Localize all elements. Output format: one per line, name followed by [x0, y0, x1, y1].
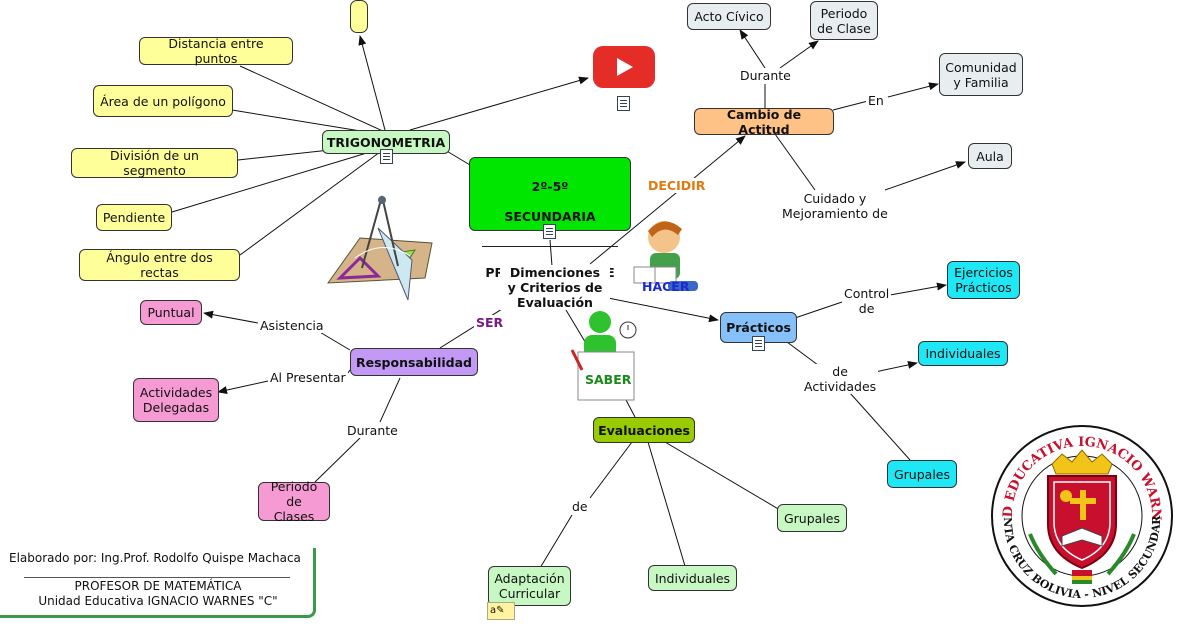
- center-node[interactable]: 2º-5º SECUNDARIA PRIMER BIMESTRE: [469, 157, 631, 280]
- compass-geometry-icon: [326, 195, 433, 301]
- periodo-clases-node[interactable]: Periodo de Clases: [258, 479, 330, 524]
- center-document-icon[interactable]: [543, 224, 556, 239]
- cuidado-label: Cuidado y Mejoramiento de: [780, 191, 890, 221]
- periodo-clase-node[interactable]: Periodo de Clase: [810, 1, 878, 40]
- evaluaciones-node[interactable]: Evaluaciones: [593, 417, 695, 443]
- puntual-node[interactable]: Puntual: [140, 300, 202, 325]
- topic-distancia[interactable]: Distancia entre puntos: [139, 36, 293, 66]
- empty-topic-node[interactable]: [350, 0, 368, 33]
- hacer-label: HACER: [642, 279, 690, 294]
- actitud-en-label: En: [866, 93, 886, 108]
- ejercicios-practicos-node[interactable]: Ejercicios Prácticos: [947, 261, 1020, 299]
- youtube-document-icon[interactable]: [617, 96, 630, 111]
- ser-durante-label: Durante: [345, 423, 400, 438]
- author-text: Elaborado por: Ing.Prof. Rodolfo Quispe …: [9, 551, 301, 565]
- ser-label: SER: [474, 315, 506, 330]
- acto-civico-node[interactable]: Acto Cívico: [687, 3, 771, 30]
- center-grade: 2º-5º: [531, 179, 569, 194]
- topic-area[interactable]: Área de un polígono: [93, 85, 233, 117]
- responsabilidad-node[interactable]: Responsabilidad: [350, 348, 478, 376]
- thinker-saber-icon: [570, 311, 637, 401]
- author-role: PROFESOR DE MATEMÁTICA: [74, 579, 242, 593]
- youtube-icon[interactable]: [593, 46, 655, 88]
- topic-angulo[interactable]: Ángulo entre dos rectas: [79, 249, 240, 281]
- evaluaciones-individuales-node[interactable]: Individuales: [648, 565, 737, 591]
- evaluaciones-de-label: de: [570, 499, 590, 514]
- asistencia-label: Asistencia: [258, 318, 326, 333]
- control-de-label: Control de: [842, 286, 892, 316]
- center-level: SECUNDARIA: [504, 209, 596, 224]
- topic-pendiente[interactable]: Pendiente: [96, 204, 172, 231]
- practicos-individuales-node[interactable]: Individuales: [918, 341, 1008, 366]
- topic-division[interactable]: División de un segmento: [71, 148, 238, 178]
- student-reading-icon: [633, 221, 698, 291]
- actividades-delegadas-node[interactable]: Actividades Delegadas: [133, 378, 219, 422]
- trig-document-icon[interactable]: [380, 149, 393, 164]
- de-actividades-label: de Actividades: [802, 364, 879, 394]
- al-presentar-label: Al Presentar: [268, 370, 348, 385]
- dimensions-label[interactable]: Dimenciones y Criterios de Evaluación: [500, 265, 610, 310]
- school-seal-icon: UNIDAD EDUCATIVA IGNACIO WARNES "C" SANT…: [990, 424, 1173, 607]
- author-school: Unidad Educativa IGNACIO WARNES "C": [38, 594, 278, 608]
- adaptacion-note-icon[interactable]: a✎: [487, 602, 515, 620]
- author-card: Elaborado por: Ing.Prof. Rodolfo Quispe …: [0, 548, 316, 618]
- actitud-durante-label: Durante: [738, 68, 793, 83]
- aula-node[interactable]: Aula: [968, 143, 1012, 169]
- comunidad-familia-node[interactable]: Comunidad y Familia: [939, 53, 1023, 96]
- evaluaciones-grupales-node[interactable]: Grupales: [777, 504, 847, 532]
- practicos-grupales-node[interactable]: Grupales: [887, 460, 957, 488]
- cambio-actitud-node[interactable]: Cambio de Actitud: [694, 107, 834, 137]
- saber-label: SABER: [585, 372, 632, 387]
- practicos-document-icon[interactable]: [752, 336, 765, 351]
- adaptacion-curricular-node[interactable]: Adaptación Curricular: [488, 566, 571, 606]
- decidir-label: DECIDIR: [646, 178, 708, 193]
